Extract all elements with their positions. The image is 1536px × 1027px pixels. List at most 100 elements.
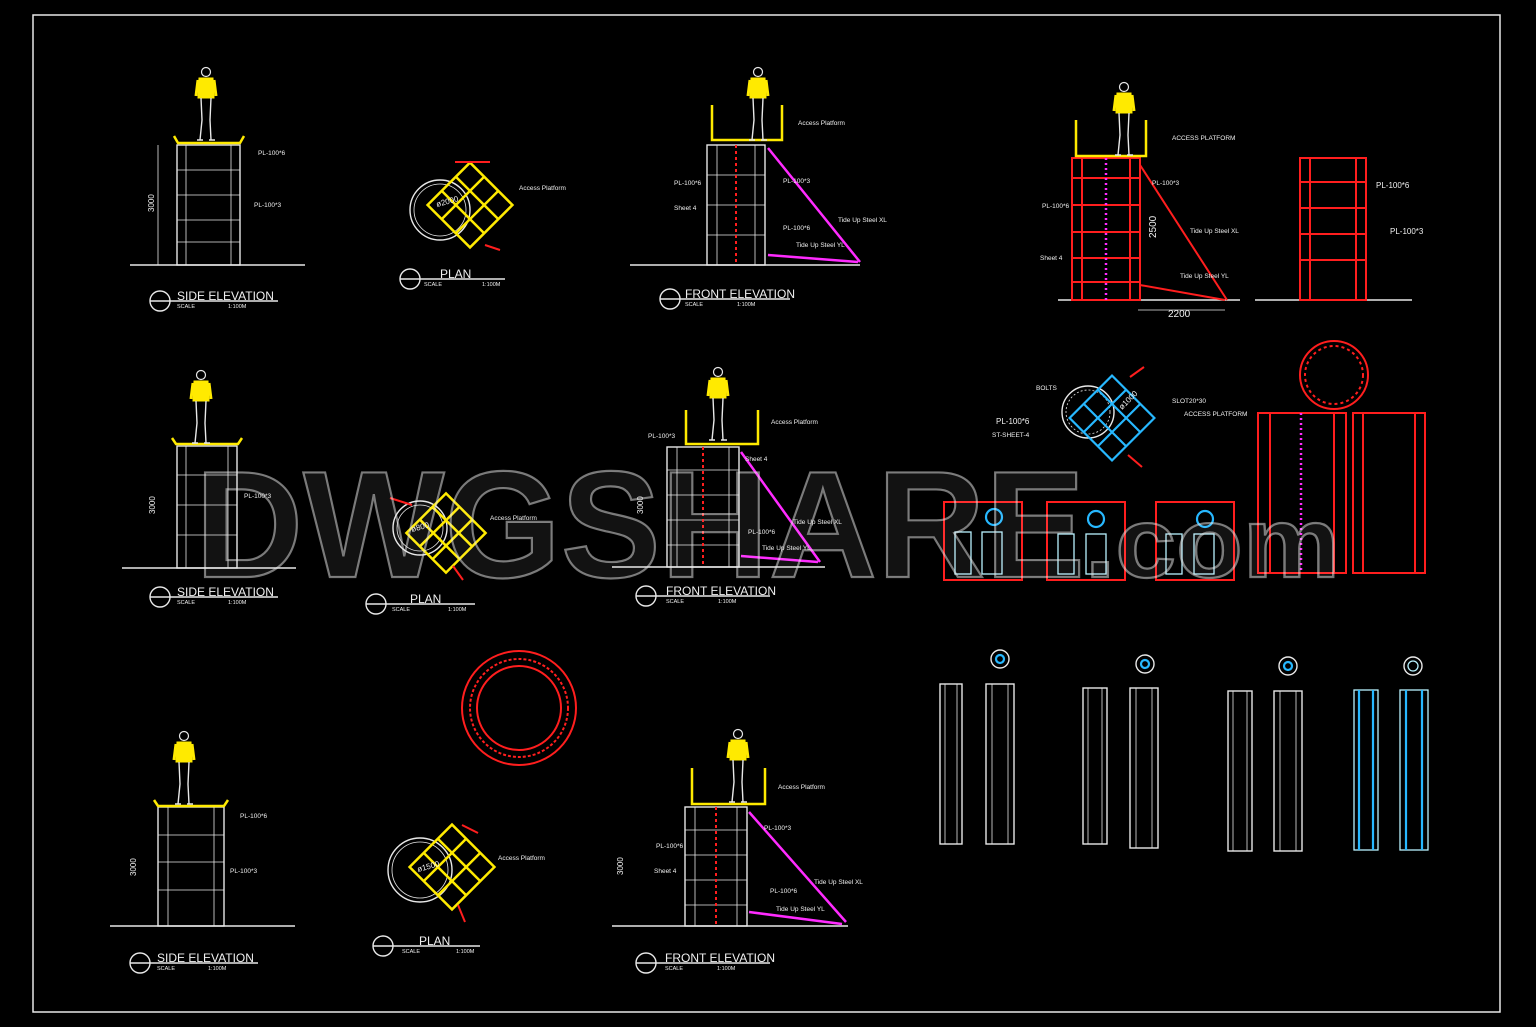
framed-detail-2 [1046, 501, 1126, 581]
svg-text:BOLTS: BOLTS [1036, 385, 1057, 392]
svg-text:SCALE: SCALE [666, 599, 684, 605]
svg-text:PL-100*3: PL-100*3 [764, 825, 791, 832]
svg-text:PL-100*3: PL-100*3 [648, 433, 675, 440]
red-columns-pair [1257, 340, 1426, 574]
svg-text:PL-100*3: PL-100*3 [1390, 227, 1424, 236]
framed-detail-1 [943, 501, 1023, 581]
svg-text:3000: 3000 [636, 496, 645, 514]
svg-text:PL-100*6: PL-100*6 [656, 843, 683, 850]
front-elevation-1: Access Platform PL-100*3 PL-100*6 Sheet … [630, 66, 887, 310]
framed-detail-3 [1155, 501, 1235, 581]
svg-text:1:100M: 1:100M [208, 966, 227, 972]
svg-text:Sheet 4: Sheet 4 [1040, 255, 1063, 262]
svg-text:1:100M: 1:100M [228, 304, 247, 310]
svg-text:Access Platform: Access Platform [778, 784, 825, 791]
cyan-plan: ø1000 BOLTS PL-100*6 ST-SHEET-4 SLOT20*3… [992, 366, 1247, 468]
svg-text:3000: 3000 [148, 496, 157, 514]
svg-text:Sheet 4: Sheet 4 [745, 456, 768, 463]
svg-text:Tide Up Steel YL: Tide Up Steel YL [796, 242, 845, 249]
title-side-elevation: SIDE ELEVATION [177, 289, 274, 303]
svg-text:SCALE: SCALE [424, 282, 442, 288]
svg-text:ø1500: ø1500 [416, 859, 441, 874]
svg-text:PL-100*3: PL-100*3 [783, 178, 810, 185]
red-ring [461, 650, 577, 766]
label-access-platform: Access Platform [519, 185, 566, 192]
svg-text:1:100M: 1:100M [228, 600, 247, 606]
svg-text:Sheet 4: Sheet 4 [654, 868, 677, 875]
svg-text:3000: 3000 [616, 857, 625, 875]
svg-text:1:100M: 1:100M [737, 302, 756, 308]
svg-text:3000: 3000 [129, 858, 138, 876]
svg-text:Tide Up Steel XL: Tide Up Steel XL [793, 519, 842, 526]
svg-text:Sheet 4: Sheet 4 [674, 205, 697, 212]
svg-text:Tide Up Steel XL: Tide Up Steel XL [814, 879, 863, 886]
tall-columns-white-3 [1227, 656, 1303, 852]
side-elevation-3: 3000 PL-100*6 PL-100*3 SIDE ELEVATION SC… [110, 730, 295, 974]
svg-text:PLAN: PLAN [419, 934, 450, 948]
svg-text:PL-100*6: PL-100*6 [240, 813, 267, 820]
svg-text:Tide Up Steel XL: Tide Up Steel XL [1190, 228, 1239, 235]
svg-text:Access Platform: Access Platform [798, 120, 845, 127]
svg-text:SCALE: SCALE [177, 600, 195, 606]
title-plan: PLAN [440, 267, 471, 281]
svg-text:SCALE: SCALE [157, 966, 175, 972]
svg-text:Access Platform: Access Platform [490, 515, 537, 522]
front-elevation-2: Access Platform PL-100*3 Sheet 4 Tide Up… [612, 366, 842, 607]
svg-text:1:100M: 1:100M [456, 949, 475, 955]
svg-text:SCALE: SCALE [392, 607, 410, 613]
svg-text:Tide Up Steel YL: Tide Up Steel YL [762, 545, 811, 552]
svg-text:FRONT ELEVATION: FRONT ELEVATION [665, 951, 775, 965]
red-column-elevation: ACCESS PLATFORM PL-100*3 PL-100*6 Sheet … [1040, 81, 1240, 320]
svg-text:ST-SHEET-4: ST-SHEET-4 [992, 432, 1030, 439]
svg-text:2200: 2200 [1168, 309, 1191, 320]
svg-text:PL-100*6: PL-100*6 [996, 417, 1030, 426]
side-elevation-1: 3000 PL-100*6 PL-100*3 SIDE ELEVATION SC… [130, 66, 305, 312]
plan-1: ø2000 Access Platform PLAN SCALE 1:100M [399, 160, 566, 290]
svg-text:2500: 2500 [1148, 215, 1159, 238]
svg-text:Tide Up Steel YL: Tide Up Steel YL [1180, 273, 1229, 280]
side-elevation-2: 3000 PL-100*3 SIDE ELEVATION SCALE 1:100… [122, 369, 296, 608]
title-front-elevation: FRONT ELEVATION [685, 287, 795, 301]
sheet-border [32, 14, 1501, 1013]
tall-columns-white-2 [1082, 654, 1159, 849]
svg-text:1:100M: 1:100M [718, 599, 737, 605]
svg-text:1:100M: 1:100M [482, 282, 501, 288]
watermark-suffix: .com [1085, 487, 1340, 599]
svg-text:PL-100*6: PL-100*6 [770, 888, 797, 895]
svg-text:Access Platform: Access Platform [771, 419, 818, 426]
svg-text:PLAN: PLAN [410, 592, 441, 606]
svg-text:SCALE: SCALE [665, 966, 683, 972]
label-pl-100-3: PL-100*3 [254, 202, 281, 209]
svg-text:PL-100*6: PL-100*6 [783, 225, 810, 232]
red-column-side: PL-100*6 PL-100*3 [1255, 157, 1424, 301]
svg-text:SCALE: SCALE [177, 304, 195, 310]
svg-text:ACCESS PLATFORM: ACCESS PLATFORM [1184, 411, 1247, 418]
tall-columns-white-1 [939, 649, 1015, 845]
svg-text:FRONT ELEVATION: FRONT ELEVATION [666, 584, 776, 598]
svg-text:ACCESS PLATFORM: ACCESS PLATFORM [1172, 135, 1235, 142]
svg-text:Access Platform: Access Platform [498, 855, 545, 862]
title-side-elevation-2: SIDE ELEVATION [177, 585, 274, 599]
svg-text:PL-100*6: PL-100*6 [674, 180, 701, 187]
svg-text:1:100M: 1:100M [448, 607, 467, 613]
svg-text:PL-100*6: PL-100*6 [748, 529, 775, 536]
svg-text:PL-100*6: PL-100*6 [1376, 181, 1410, 190]
plan-2: ø800 Access Platform PLAN SCALE 1:100M [365, 491, 537, 615]
svg-text:PL-100*3: PL-100*3 [244, 493, 271, 500]
svg-text:SCALE: SCALE [685, 302, 703, 308]
plan-3: ø1500 Access Platform PLAN SCALE 1:100M [372, 822, 545, 957]
svg-text:PL-100*3: PL-100*3 [230, 868, 257, 875]
svg-text:1:100M: 1:100M [717, 966, 736, 972]
svg-text:SCALE: SCALE [402, 949, 420, 955]
svg-text:PL-100*6: PL-100*6 [1042, 203, 1069, 210]
watermark-brand: DWGSHARE [195, 440, 1085, 610]
svg-text:SLOT20*30: SLOT20*30 [1172, 398, 1206, 405]
svg-text:Tide Up Steel XL: Tide Up Steel XL [838, 217, 887, 224]
tall-columns-cyan [1353, 656, 1429, 851]
label-pl-100-6: PL-100*6 [258, 150, 285, 157]
svg-text:SIDE ELEVATION: SIDE ELEVATION [157, 951, 254, 965]
svg-text:PL-100*3: PL-100*3 [1152, 180, 1179, 187]
height-dim-3000: 3000 [147, 194, 156, 212]
front-elevation-3: Access Platform PL-100*3 PL-100*6 Sheet … [612, 728, 863, 974]
